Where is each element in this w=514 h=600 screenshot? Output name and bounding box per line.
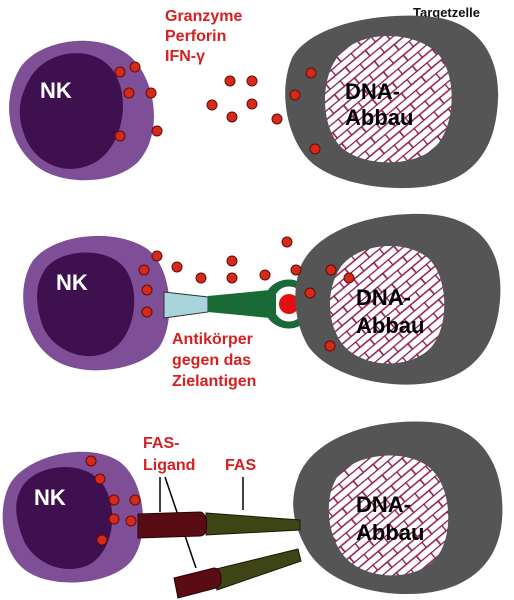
antibody-binding-site <box>268 279 308 329</box>
dna-label-line-2: Abbau <box>345 105 413 130</box>
granule <box>259 269 271 281</box>
target-antigen <box>279 294 299 314</box>
granule <box>129 494 141 506</box>
fas-ligand <box>173 567 222 599</box>
granule <box>343 272 355 284</box>
granule <box>138 264 150 276</box>
granule <box>195 272 207 284</box>
fas-receptor <box>211 548 302 591</box>
antibody-fc-portion <box>163 291 209 319</box>
granule <box>305 67 317 79</box>
antibody-label-line-3: Zielantigen <box>172 373 256 390</box>
dna-degradation-label: DNA- Abbau <box>356 492 424 545</box>
granule <box>290 264 302 276</box>
panel-3: NK FAS- Ligand FAS DNA- Abbau <box>2 421 503 599</box>
fas-receptor <box>205 512 301 536</box>
granule <box>85 455 97 467</box>
granules <box>85 455 141 546</box>
granule <box>325 264 337 276</box>
dna-degradation-label: DNA- Abbau <box>345 79 413 130</box>
cytotoxic-factors-label: Granzyme Perforin IFN-γ <box>165 8 242 65</box>
target-cell: DNA- Abbau <box>295 213 501 385</box>
granule <box>141 284 153 296</box>
antibody-label-line-2: gegen das <box>172 352 251 369</box>
nk-cell-nucleus <box>37 252 135 357</box>
granule <box>246 98 258 110</box>
nk-cell-nucleus <box>19 53 123 169</box>
target-cell: DNA- Abbau <box>293 421 503 594</box>
granule <box>226 272 238 284</box>
target-cell-nucleus <box>329 245 445 364</box>
granule <box>226 111 238 123</box>
antibody-arm <box>208 290 270 318</box>
granule <box>289 89 301 101</box>
dna-label-line-2: Abbau <box>356 520 424 545</box>
granule <box>114 66 126 78</box>
granule <box>151 250 163 262</box>
granule <box>309 143 321 155</box>
granule <box>129 61 141 73</box>
granule <box>94 473 106 485</box>
fas-ligand-label: FAS- Ligand <box>143 435 195 474</box>
fas-ligand <box>137 511 208 539</box>
target-cell-label: Targetzelle <box>413 5 480 20</box>
nk-cell: NK <box>23 235 170 371</box>
panel-1: NK Granzyme Perforin IFN-γ DNA- <box>9 8 499 189</box>
antibody-label-line-1: Antikörper <box>172 331 253 348</box>
granule <box>246 75 258 87</box>
factor-granzyme: Granzyme <box>165 8 242 25</box>
factor-ifn-gamma: IFN-γ <box>165 48 205 65</box>
granule <box>171 261 183 273</box>
nk-cell: NK <box>9 40 154 181</box>
granule <box>226 255 238 267</box>
granule <box>151 125 163 137</box>
fas-ligand-label-line-2: Ligand <box>143 457 195 474</box>
target-cell-nucleus <box>325 36 452 163</box>
antibody <box>163 279 308 329</box>
fas-ligands <box>137 511 222 599</box>
granule <box>224 75 236 87</box>
granule <box>114 130 126 142</box>
nk-label: NK <box>40 78 72 103</box>
fas-ligand-label-line-1: FAS- <box>143 435 179 452</box>
nk-cell-nucleus <box>16 467 113 570</box>
granule <box>141 306 153 318</box>
antibody-label: Antikörper gegen das Zielantigen <box>172 331 256 390</box>
nk-cell: NK <box>2 451 144 583</box>
dna-label-line-2: Abbau <box>356 313 424 338</box>
granule <box>281 236 293 248</box>
target-cell-nucleus <box>328 455 449 576</box>
factor-perforin: Perforin <box>165 28 226 45</box>
granules <box>138 236 355 352</box>
granule <box>145 87 157 99</box>
granule <box>125 515 137 527</box>
granule <box>206 99 218 111</box>
dna-label-line-1: DNA- <box>356 492 411 517</box>
dna-label-line-1: DNA- <box>345 79 400 104</box>
granule <box>324 340 336 352</box>
fas-label: FAS <box>225 457 256 474</box>
nk-label: NK <box>56 270 88 295</box>
granule <box>108 513 120 525</box>
dna-degradation-label: DNA- Abbau <box>356 285 424 338</box>
panel-2: NK Antikörper gegen das Zielantigen DNA-… <box>23 213 501 390</box>
target-cell: DNA- Abbau <box>285 15 499 189</box>
dna-label-line-1: DNA- <box>356 285 411 310</box>
granule <box>108 494 120 506</box>
granules <box>114 61 283 142</box>
granule <box>96 534 108 546</box>
nk-label: NK <box>34 485 66 510</box>
granule <box>271 113 283 125</box>
granule <box>123 87 135 99</box>
granule <box>304 287 316 299</box>
